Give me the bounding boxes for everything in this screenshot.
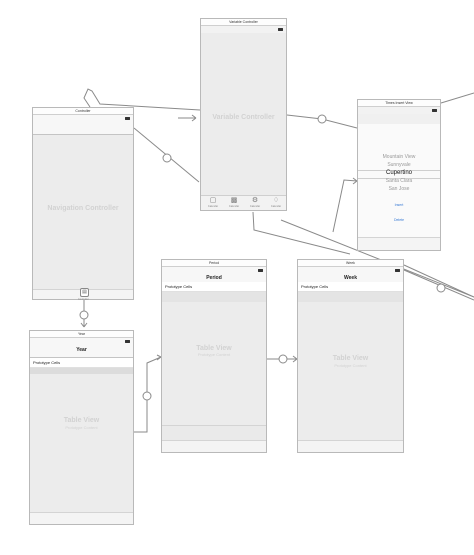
insert-button[interactable]: Insert [394, 203, 404, 207]
prototype-cell[interactable] [298, 292, 403, 302]
picker-scene[interactable]: Times Insert View Mountain View Sunnyval… [357, 99, 441, 251]
battery-icon [278, 28, 283, 31]
status-bar [358, 107, 440, 114]
table-view-sublabel: Prototype Content [197, 352, 231, 357]
segue-variable-to-week [252, 211, 351, 255]
picker-selection-line [358, 170, 440, 171]
segue-picker-out-top [440, 92, 474, 104]
battery-icon [395, 269, 400, 272]
gear-icon: ⚙ [251, 197, 259, 204]
table-view-label: Table View [63, 417, 100, 424]
delete-button[interactable]: Delete [393, 218, 405, 222]
picker-row-selected[interactable]: Cupertino [385, 170, 412, 176]
prototype-cells-label: Prototype Cells [165, 284, 193, 289]
variable-controller-scene[interactable]: Variable Controller Variable Controller … [200, 18, 287, 211]
battery-icon [125, 117, 130, 120]
bell-icon: ♢ [272, 197, 280, 204]
picker-row[interactable]: Mountain View [382, 154, 416, 160]
header-area [358, 114, 440, 124]
navigation-bar: Year [30, 338, 133, 358]
table-view[interactable] [298, 302, 403, 440]
segue-node-nav-variable [162, 153, 172, 163]
toolbar [298, 440, 403, 452]
content-area [201, 33, 286, 195]
segue-node-nav-year [79, 310, 89, 320]
navigation-controller-scene[interactable]: Controller Navigation Controller [32, 107, 134, 300]
battery-icon [258, 269, 263, 272]
scene-title: Week [298, 260, 403, 267]
period-scene[interactable]: Period Period Prototype Cells Table View… [161, 259, 267, 453]
table-view-label: Table View [332, 355, 369, 362]
toolbar [30, 512, 133, 524]
scene-watermark: Navigation Controller [47, 205, 119, 212]
scene-title: Year [30, 331, 133, 338]
prototype-cells-label: Prototype Cells [301, 284, 329, 289]
table-view-sublabel: Prototype Content [65, 425, 98, 430]
segue-node-variable-picker [317, 114, 327, 124]
scene-title: Variable Controller [201, 19, 286, 26]
segue-root-entry [83, 88, 201, 111]
prototype-cells-header: Prototype Cells [162, 282, 266, 292]
picker-selection-line [358, 178, 440, 179]
tab-item-1[interactable]: ▢Calendar [203, 196, 223, 211]
navigation-controller-icon[interactable]: ▤ [80, 288, 89, 297]
layers-icon: ▩ [230, 197, 238, 204]
navigation-controller-label: Controller [78, 298, 89, 301]
status-bar [201, 26, 286, 33]
picker-row[interactable]: Santa Clara [385, 178, 413, 184]
scene-title: Period [162, 260, 266, 267]
table-view[interactable] [162, 302, 266, 425]
scene-title: Times Insert View [358, 100, 440, 107]
folder-icon: ▢ [209, 197, 217, 204]
year-scene[interactable]: Year Year Prototype Cells Table View Pro… [29, 330, 134, 525]
table-view-label: Table View [196, 345, 232, 352]
segue-into-picker [332, 179, 358, 233]
prototype-cell[interactable] [162, 292, 266, 302]
tab-item-2[interactable]: ▩Calendar [224, 196, 244, 211]
tab-bar: ▢Calendar ▩Calendar ⚙Calendar ♢Calendar [201, 195, 286, 210]
toolbar [162, 425, 266, 440]
nav-title: Week [344, 275, 357, 281]
content-area [33, 135, 133, 289]
segue-node-year-period [142, 391, 152, 401]
nav-title: Year [76, 347, 87, 353]
scene-watermark: Variable Controller [212, 114, 275, 121]
scene-title: Controller [33, 108, 133, 115]
table-view[interactable] [30, 374, 133, 512]
battery-icon [432, 109, 437, 112]
segue-node-period-week [278, 354, 288, 364]
toolbar [358, 237, 440, 250]
picker-row[interactable]: San Jose [388, 186, 410, 192]
prototype-cells-header: Prototype Cells [298, 282, 403, 292]
prototype-cells-header: Prototype Cells [30, 358, 133, 368]
nav-title: Period [206, 275, 222, 281]
battery-icon [125, 340, 130, 343]
prototype-cells-label: Prototype Cells [33, 360, 61, 365]
navigation-bar [33, 115, 133, 135]
segue-node-right [436, 283, 446, 293]
week-scene[interactable]: Week Week Prototype Cells Table View Pro… [297, 259, 404, 453]
picker-row[interactable]: Sunnyvale [387, 162, 411, 168]
prototype-cell[interactable] [30, 368, 133, 374]
toolbar-footer [162, 440, 266, 452]
tab-item-3[interactable]: ⚙Calendar [245, 196, 265, 211]
table-view-sublabel: Prototype Content [334, 363, 367, 368]
tab-item-4[interactable]: ♢Calendar [266, 196, 286, 211]
